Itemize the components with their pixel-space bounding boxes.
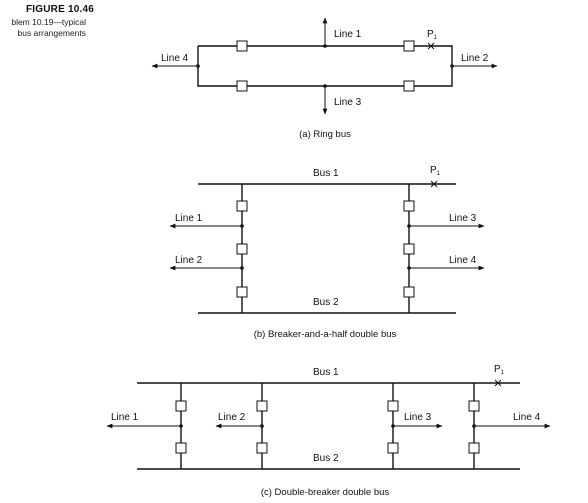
db-line-3-label: Line 3: [404, 412, 432, 423]
ring-junction-left: [196, 64, 200, 68]
ring-fault-label: P1: [427, 29, 438, 41]
ring-breaker-bottom-right: [403, 80, 415, 92]
db-fault-label: P1: [494, 364, 505, 376]
bh-line-1-label: Line 1: [175, 213, 203, 224]
db-breaker-1-bottom: [175, 442, 187, 454]
ring-bus-loop: [197, 45, 453, 87]
ring-breaker-top-left: [236, 40, 248, 52]
bh-breaker-right-top: [403, 200, 415, 212]
ring-junction-right: [450, 64, 454, 68]
figure-number: FIGURE 10.46: [26, 4, 94, 15]
db-fault-point: P1: [494, 364, 505, 387]
db-breaker-2-bottom: [256, 442, 268, 454]
ring-junction-bottom: [323, 84, 327, 88]
ring-fault-point: P1: [427, 29, 438, 50]
ring-line-3-label: Line 3: [334, 97, 362, 108]
bh-junction-line-4: [407, 266, 411, 270]
bh-bus-1-label: Bus 1: [313, 168, 339, 179]
ring-breaker-top-right: [403, 40, 415, 52]
bh-breaker-left-mid: [236, 243, 248, 255]
db-junction-1: [179, 424, 183, 428]
bh-breaker-left-bottom: [236, 286, 248, 298]
double-breaker-caption: (c) Double-breaker double bus: [261, 487, 390, 498]
bh-junction-line-2: [240, 266, 244, 270]
bh-bus-2-label: Bus 2: [313, 297, 339, 308]
breaker-and-a-half-caption: (b) Breaker-and-a-half double bus: [254, 329, 397, 340]
db-breaker-1-top: [175, 400, 187, 412]
ring-breaker-bottom-left: [236, 80, 248, 92]
db-junction-2: [260, 424, 264, 428]
bh-fault-point: P1: [430, 165, 441, 188]
db-breaker-2-top: [256, 400, 268, 412]
ring-junction-top: [323, 44, 327, 48]
ring-line-1-label: Line 1: [334, 29, 362, 40]
db-line-1-label: Line 1: [111, 412, 139, 423]
bh-junction-line-1: [240, 224, 244, 228]
db-line-2-label: Line 2: [218, 412, 246, 423]
db-breaker-4-top: [468, 400, 480, 412]
db-breaker-4-bottom: [468, 442, 480, 454]
db-bus-2-label: Bus 2: [313, 453, 339, 464]
figure-caption-line-2: bus arrangements: [17, 28, 86, 38]
bh-junction-line-3: [407, 224, 411, 228]
db-junction-3: [391, 424, 395, 428]
db-line-4-label: Line 4: [513, 412, 541, 423]
bh-breaker-right-bottom: [403, 286, 415, 298]
breaker-and-a-half-diagram: Bus 1 Bus 2 Line 1 Line 2 Line 3 Line 4 …: [169, 165, 485, 340]
ring-bus-caption: (a) Ring bus: [299, 129, 351, 140]
db-junction-4: [472, 424, 476, 428]
bh-breaker-left-top: [236, 200, 248, 212]
db-breaker-3-top: [387, 400, 399, 412]
ring-bus-diagram: Line 1 Line 2 Line 3 Line 4 P1 (a) Ring …: [151, 17, 498, 140]
bh-line-2-label: Line 2: [175, 255, 203, 266]
ring-line-2-label: Line 2: [461, 53, 489, 64]
figure-caption: blem 10.19—typical bus arrangements: [0, 17, 86, 39]
bh-fault-label: P1: [430, 165, 441, 177]
bh-line-4-label: Line 4: [449, 255, 477, 266]
bh-line-3-label: Line 3: [449, 213, 477, 224]
ring-line-4-label: Line 4: [161, 53, 189, 64]
bh-breaker-right-mid: [403, 243, 415, 255]
db-breaker-3-bottom: [387, 442, 399, 454]
db-bus-1-label: Bus 1: [313, 367, 339, 378]
double-breaker-diagram: Bus 1 Bus 2 Line 1 Line 2 Line 3 Line 4 …: [106, 364, 551, 498]
figure-caption-line-1: blem 10.19—typical: [11, 17, 86, 27]
